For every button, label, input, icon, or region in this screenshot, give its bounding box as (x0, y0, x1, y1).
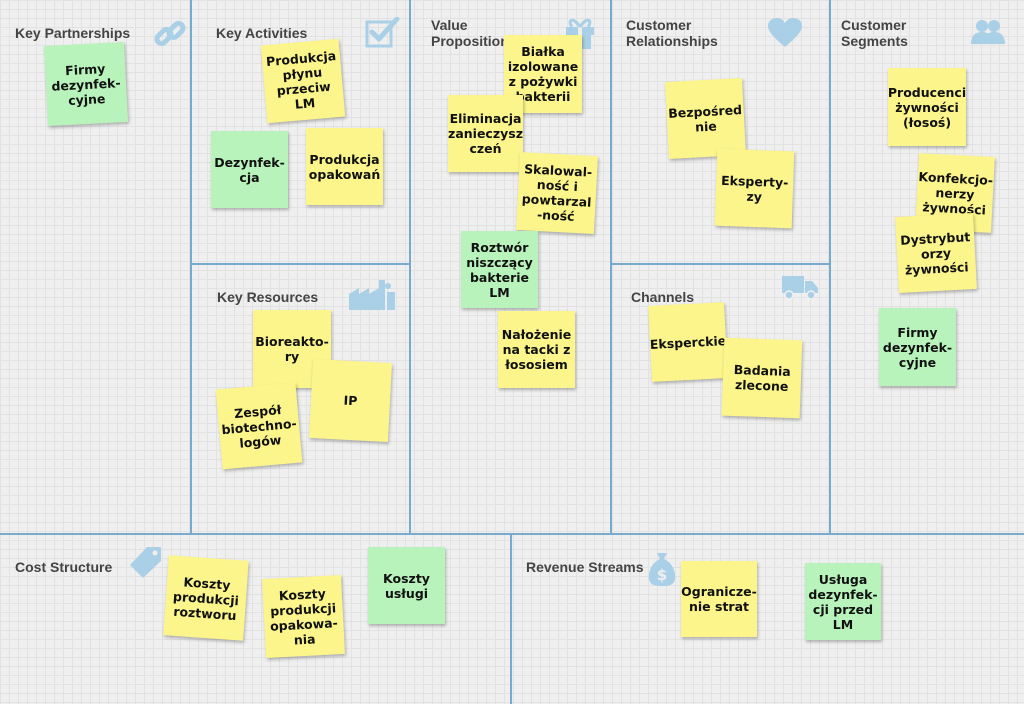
note-ograniczenie-strat[interactable]: Ogranicze- nie strat (681, 561, 757, 637)
note-produkcja-opakowan[interactable]: Produkcja opakowań (306, 128, 383, 205)
divider-activities-resources (190, 263, 411, 265)
svg-text:$: $ (657, 566, 667, 584)
section-title-customer-segments: Customer Segments (841, 17, 908, 49)
heart-icon (768, 18, 802, 47)
note-ekspertyzy[interactable]: Eksperty- zy (714, 148, 795, 229)
truck-icon (782, 276, 818, 300)
note-koszty-produkcji-roztworu[interactable]: Koszty produkcji roztworu (163, 555, 249, 641)
checkmark-icon (365, 17, 400, 48)
factory-icon (349, 280, 395, 310)
divider-activities-left (190, 0, 192, 534)
note-produkcja-plynu[interactable]: Produkcja płynu przeciw LM (260, 38, 346, 124)
note-roztwor-niszczacy[interactable]: Roztwór niszczący bakterie LM (461, 231, 538, 308)
note-skalowalnosc[interactable]: Skalowal- ność i powtarzal -ność (516, 152, 598, 234)
note-dystrybutorzy[interactable]: Dystrybut orzy żywności (895, 213, 977, 293)
note-firmy-dezynfekcyjne-segment[interactable]: Firmy dezynfek- cyjne (879, 308, 956, 386)
section-title-revenue-streams: Revenue Streams (526, 559, 644, 575)
divider-relationships-channels (610, 263, 831, 265)
price-tag-icon (130, 547, 161, 578)
divider-segments-left (829, 0, 831, 534)
note-badania-zlecone[interactable]: Badania zlecone (721, 337, 803, 419)
note-dezynfekcja[interactable]: Dezynfek- cja (211, 131, 288, 208)
note-eksperckie[interactable]: Eksperckie (648, 302, 728, 382)
users-icon (971, 20, 1005, 44)
note-firmy-dezynfekcyjne-partner[interactable]: Firmy dezynfek- cyjne (43, 41, 129, 127)
link-icon (154, 21, 186, 46)
money-bag-icon: $ (648, 553, 676, 586)
note-ip[interactable]: IP (308, 358, 393, 443)
note-bezposrednie[interactable]: Bezpośred nie (665, 78, 746, 159)
note-koszty-uslugi[interactable]: Koszty usługi (368, 547, 445, 624)
section-title-value-propositions: Value Propositions (431, 17, 517, 49)
note-usluga-dezynfekcji[interactable]: Usługa dezynfek- cji przed LM (805, 563, 881, 640)
note-producenci-zywnosci[interactable]: Producenci żywności (łosoś) (888, 68, 966, 146)
note-zespol-biotechnologow[interactable]: Zespół biotechno- logów (215, 382, 303, 470)
section-title-key-activities: Key Activities (216, 25, 308, 41)
divider-top-bottom (0, 533, 1024, 535)
divider-cost-revenue (510, 533, 512, 704)
note-koszty-produkcji-opakowania[interactable]: Koszty produkcji opakowa- nia (261, 574, 346, 659)
note-eliminacja-zanieczyszczen[interactable]: Eliminacja zanieczysz czeń (448, 95, 523, 172)
section-title-customer-relationships: Customer Relationships (626, 17, 718, 49)
section-title-cost-structure: Cost Structure (15, 559, 113, 575)
divider-relationships-left (610, 0, 612, 534)
section-title-key-partnerships: Key Partnerships (15, 25, 131, 41)
section-title-key-resources: Key Resources (217, 289, 319, 305)
divider-value-left (409, 0, 411, 534)
section-title-channels: Channels (631, 289, 695, 305)
note-nalozenie-na-tacki[interactable]: Nałożenie na tacki z łososiem (498, 311, 575, 388)
